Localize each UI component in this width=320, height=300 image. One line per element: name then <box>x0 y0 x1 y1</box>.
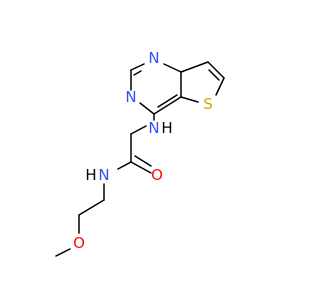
bond-ring-c1-n-top <box>163 63 182 73</box>
bond-ethyl-c1-c2 <box>78 199 105 216</box>
bond-ring-n-top-c2 <box>130 63 145 71</box>
bond-o-methyl <box>55 248 71 257</box>
bond-layer <box>55 61 225 257</box>
bond-ring-n-left-c4 <box>139 102 155 115</box>
bond-carbonyl-nh <box>117 161 132 170</box>
atom-o-carbonyl: O <box>151 166 163 184</box>
atom-h-amide: H <box>85 166 96 184</box>
atom-layer: N N S N H O N H O <box>73 49 213 252</box>
bond-thio-c7-c6-double <box>208 69 220 81</box>
atom-h-amine: H <box>161 119 172 137</box>
atom-n-ring-top: N <box>148 49 159 67</box>
atom-sulfur: S <box>203 95 213 113</box>
atom-n-ring-left: N <box>125 88 136 106</box>
atom-o-ether: O <box>73 234 85 252</box>
bond-carbonyl-o <box>130 161 152 174</box>
bond-thio-c7a-c7 <box>180 61 209 73</box>
bond-nh-ch2 <box>130 125 147 135</box>
bond-ring-c4-c4a-double <box>157 94 178 108</box>
bond-ring-c4-c4a <box>153 96 182 115</box>
bond-thio-c7-c6 <box>207 61 225 79</box>
atom-n-amide: N <box>98 166 109 184</box>
molecule-diagram: N N S N H O N H O <box>55 49 225 257</box>
atom-n-amine: N <box>148 119 159 137</box>
bond-ring-c2-n-top-double <box>133 70 142 76</box>
bond-thio-s-c4a <box>180 96 199 103</box>
bond-thio-c6-s <box>215 77 225 96</box>
bond-carbonyl-o-double <box>134 155 152 167</box>
